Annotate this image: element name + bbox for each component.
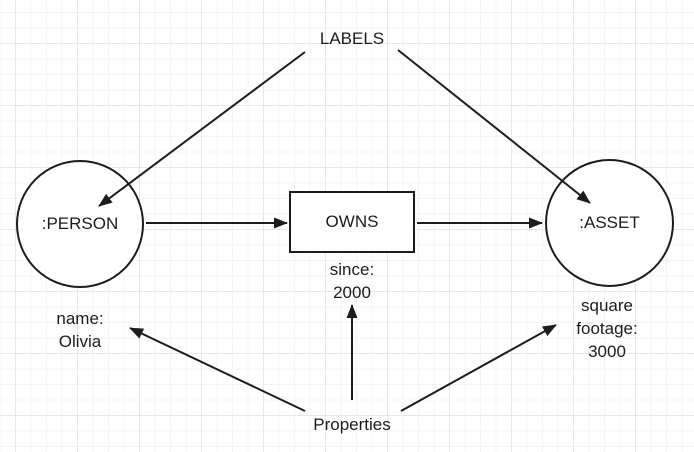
arrow-properties-to-name[interactable] [129,327,306,412]
arrow-labels-to-person[interactable] [98,51,306,207]
node-person[interactable]: :PERSON [16,160,144,288]
person-property-text[interactable]: name: Olivia [56,309,104,351]
labels-annotation[interactable]: LABELS [319,29,385,48]
arrow-labels-to-asset[interactable] [397,49,591,204]
arrow-properties-to-footage[interactable] [400,324,557,412]
node-person-label: :PERSON [41,214,119,233]
relationship-owns-box[interactable]: OWNS [289,191,415,253]
properties-annotation[interactable]: Properties [313,415,391,434]
node-asset-label: :ASSET [579,213,640,232]
relationship-property-text[interactable]: since: 2000 [329,260,375,302]
asset-property-text[interactable]: square footage: 3000 [576,296,638,361]
node-asset[interactable]: :ASSET [545,159,674,287]
relationship-owns-label: OWNS [325,212,379,231]
